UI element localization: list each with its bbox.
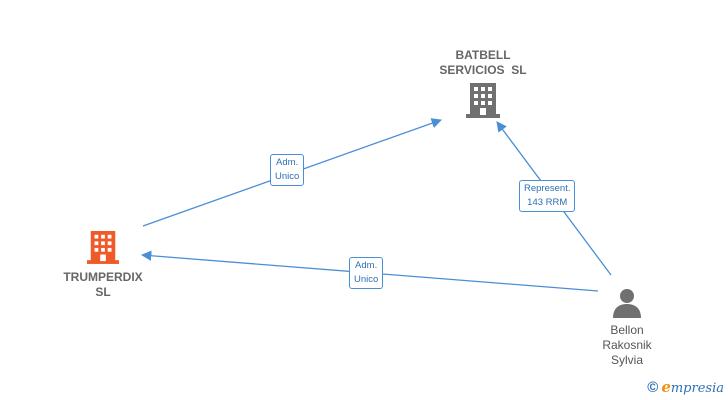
copyright-icon: © (647, 378, 659, 396)
edge-label-line1: Represent. (524, 183, 571, 194)
node-trumperdix-label-line2: SL (95, 285, 111, 299)
edge-label-line2: Unico (354, 274, 379, 285)
edge-label-line2: Unico (275, 171, 300, 182)
node-bellon-label-line3: Sylvia (610, 353, 643, 367)
node-trumperdix[interactable]: TRUMPERDIX SL (50, 230, 156, 300)
node-bellon-label-line1: Bellon (610, 323, 644, 337)
node-batbell-label-line1: BATBELL (455, 48, 511, 62)
edge-label-line2: 143 RRM (527, 197, 568, 208)
node-bellon[interactable]: Bellon Rakosnik Sylvia (582, 288, 672, 368)
edge-label-bellon-batbell[interactable]: Represent. 143 RRM (519, 180, 576, 212)
node-bellon-label-line2: Rakosnik (602, 338, 652, 352)
footer-brand: © empresia (647, 378, 724, 396)
edge-label-trumperdix-batbell[interactable]: Adm. Unico (270, 154, 305, 186)
edge-label-line1: Adm. (276, 157, 299, 168)
building-icon (87, 231, 119, 264)
node-batbell-label-line2: SERVICIOS SL (439, 63, 527, 77)
node-batbell[interactable]: BATBELL SERVICIOS SL (430, 48, 536, 123)
node-trumperdix-label-line1: TRUMPERDIX (63, 270, 143, 284)
building-icon (466, 83, 500, 118)
edge-label-line1: Adm. (355, 260, 378, 271)
person-icon (613, 289, 641, 318)
edge-label-bellon-trumperdix[interactable]: Adm. Unico (349, 257, 384, 289)
brand-logo: empresia (661, 378, 724, 396)
